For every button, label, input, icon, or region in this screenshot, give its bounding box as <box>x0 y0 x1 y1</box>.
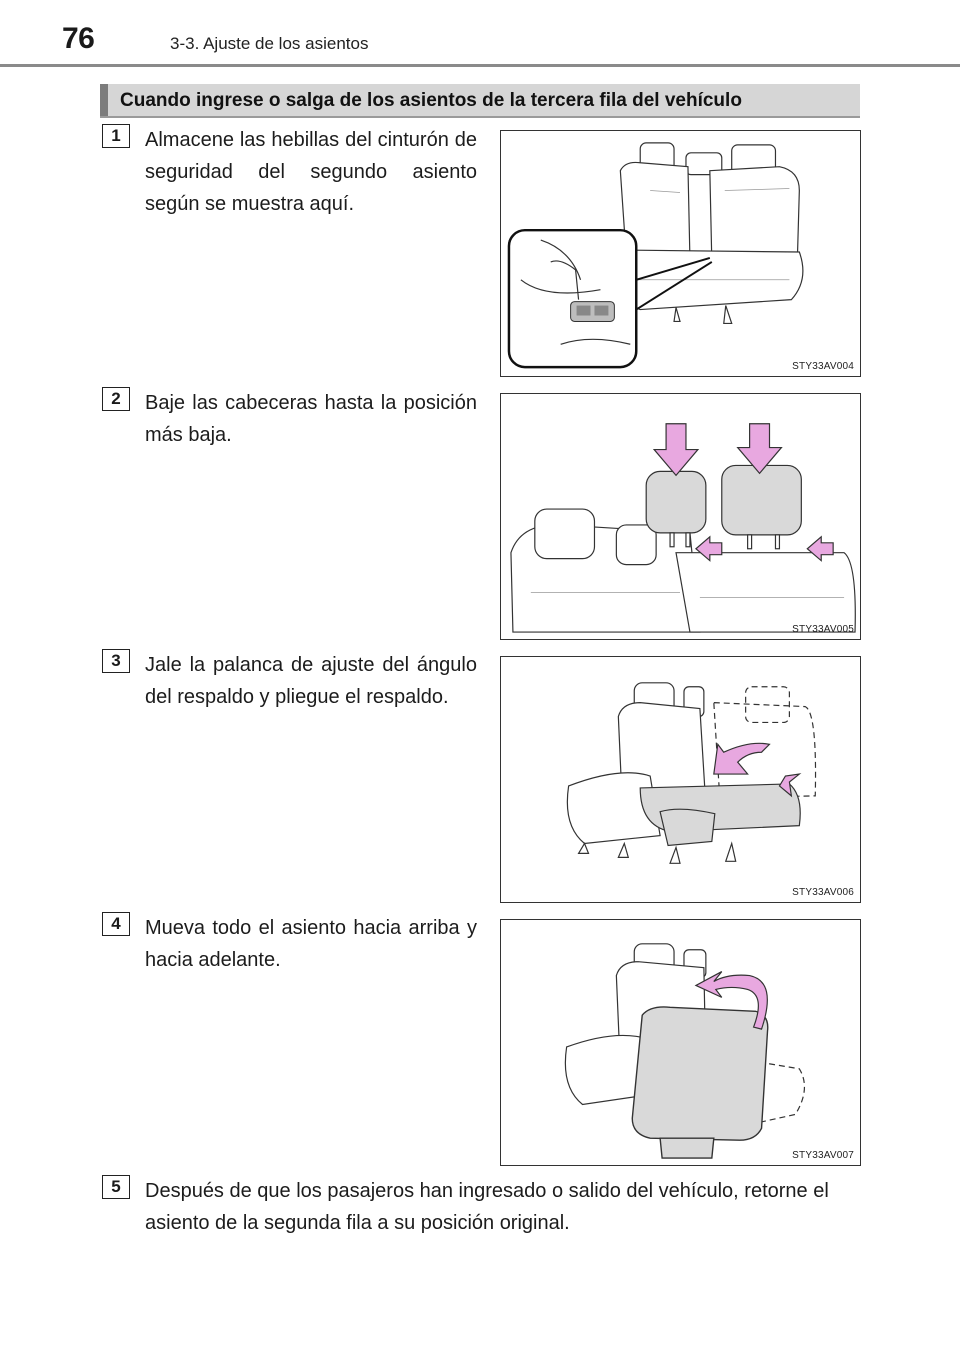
step-text-2: Baje las cabeceras hasta la posición más… <box>145 392 477 446</box>
seat-tumble-illustration <box>564 943 805 1159</box>
step-number-2: 2 <box>102 387 130 411</box>
step-number-4: 4 <box>102 912 130 936</box>
headrest-lowering-illustration <box>510 423 856 633</box>
step-text-5: Después de que los pasajeros han ingresa… <box>145 1180 829 1234</box>
page-number: 76 <box>62 22 95 55</box>
seatback-fold-illustration <box>566 682 817 864</box>
section-header: Cuando ingrese o salga de los asientos d… <box>100 84 860 116</box>
section-divider <box>100 116 860 118</box>
step-text-1: Almacene las hebillas del cinturón de se… <box>145 129 477 215</box>
step-number-5: 5 <box>102 1175 130 1199</box>
section-title: Cuando ingrese o salga de los asientos d… <box>120 90 742 111</box>
seat-belt-buckle-illustration <box>507 142 804 369</box>
chapter-title: 3-3. Ajuste de los asientos <box>170 34 369 53</box>
figure-code-2: STY33AV005 <box>792 624 854 635</box>
step-text-4: Mueva todo el asiento hacia arriba y hac… <box>145 917 477 971</box>
figure-code-1: STY33AV004 <box>792 361 854 372</box>
top-divider <box>0 64 960 67</box>
step-number-1: 1 <box>102 124 130 148</box>
figure-4: STY33AV007 <box>500 919 861 1166</box>
figure-3: STY33AV006 <box>500 656 861 903</box>
figure-2: STY33AV005 <box>500 393 861 640</box>
figure-1: STY33AV004 <box>500 130 861 377</box>
figure-code-3: STY33AV006 <box>792 887 854 898</box>
step-text-3: Jale la palanca de ajuste del ángulo del… <box>145 654 477 708</box>
step-number-3: 3 <box>102 649 130 673</box>
figure-code-4: STY33AV007 <box>792 1150 854 1161</box>
